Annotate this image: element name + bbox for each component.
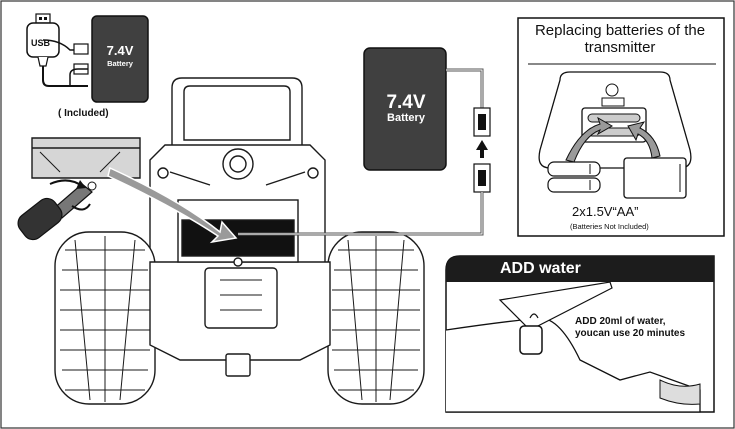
aa-batteries bbox=[547, 161, 601, 193]
transmitter-title: Replacing batteries of the transmitter bbox=[534, 22, 706, 56]
screwdriver bbox=[17, 179, 97, 241]
truck bbox=[54, 77, 425, 405]
battery-cover bbox=[31, 137, 141, 179]
transmitter-inset bbox=[517, 17, 725, 237]
small-battery bbox=[91, 15, 149, 103]
water-panel-header bbox=[446, 256, 714, 282]
transmitter-cover bbox=[623, 157, 687, 199]
water-inlet bbox=[519, 325, 543, 355]
main-battery-label: Battery bbox=[387, 112, 425, 124]
arrow-cover bbox=[627, 121, 661, 159]
small-battery-voltage: 7.4V bbox=[106, 43, 134, 58]
included-label: ( Included) bbox=[58, 108, 109, 119]
aa-battery-note: (Batteries Not Included) bbox=[570, 222, 649, 231]
battery-cable bbox=[446, 68, 484, 108]
charger-cable bbox=[42, 66, 88, 87]
battery-compartment bbox=[181, 219, 295, 257]
main-battery-voltage: 7.4V bbox=[386, 92, 426, 113]
usb-charger bbox=[26, 13, 89, 87]
aa-battery-spec: 2x1.5V“AA” bbox=[572, 204, 639, 219]
water-title: ADD water bbox=[500, 260, 581, 277]
water-dropper bbox=[498, 281, 613, 331]
small-battery-label: Battery bbox=[107, 59, 133, 68]
connect-arrow bbox=[476, 140, 488, 158]
usb-label: USB bbox=[31, 38, 51, 48]
main-battery bbox=[363, 47, 447, 171]
water-panel bbox=[445, 255, 715, 413]
arrow-insert-aa bbox=[565, 116, 614, 163]
insert-arrow bbox=[107, 166, 238, 244]
water-instruction: ADD 20ml of water, youcan use 20 minutes bbox=[575, 316, 686, 339]
